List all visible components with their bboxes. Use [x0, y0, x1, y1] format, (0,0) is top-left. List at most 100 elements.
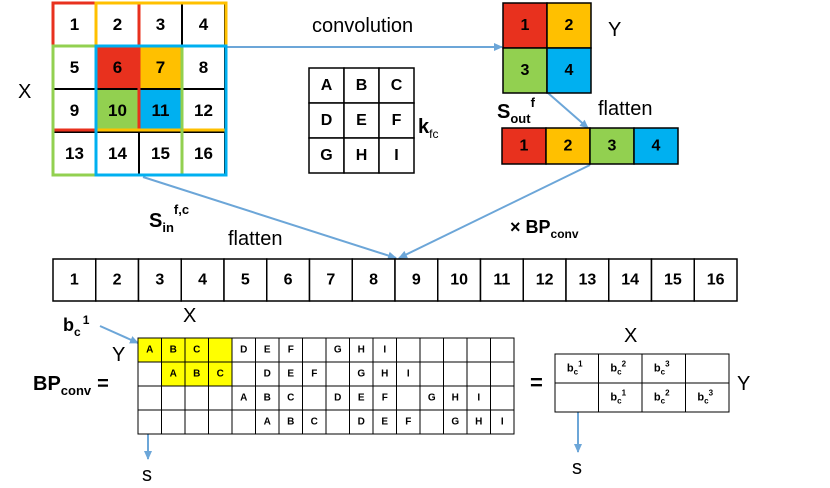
bp-cell-box [396, 337, 421, 363]
bp-cell-label: A [240, 393, 247, 404]
bias-cell-box [598, 382, 643, 413]
flat-in-cell-label: 6 [284, 272, 293, 289]
flat-out-cell-label: 3 [608, 138, 617, 155]
bp-cell-label: B [264, 393, 271, 404]
input-cell-box [181, 2, 226, 47]
bp-cell-box [208, 337, 233, 363]
bp-cell-label: F [405, 417, 411, 428]
input-cell-label: 8 [199, 58, 208, 77]
bp-cell-label: C [217, 369, 224, 380]
kernel-cell-box [378, 67, 415, 104]
bp-cell-box [184, 385, 209, 411]
bc-pointer-arrow [99, 325, 139, 344]
bp-cell-label: A [170, 369, 177, 380]
flat-in-cell-label: 11 [493, 272, 510, 289]
bias-cell-label: bc3 [654, 360, 670, 377]
bp-cell-label: H [452, 393, 459, 404]
kernel-cell-label: G [320, 147, 332, 164]
bp-cell-label: E [264, 345, 271, 356]
bp-cell-box [302, 337, 327, 363]
input-cell-label: 7 [156, 58, 165, 77]
bias-cell-box [685, 382, 730, 413]
x-matrix-label: X [18, 81, 31, 103]
bp-cell-box [231, 409, 256, 435]
bp-cell-box [419, 409, 444, 435]
bp-cell-box [490, 385, 515, 411]
input-cell-label: 5 [70, 58, 79, 77]
equals-sign: = [530, 370, 543, 395]
kernel-k-label: kfc [418, 116, 438, 141]
flat-in-cell-label: 12 [536, 272, 554, 289]
bp-cell-label: B [170, 345, 177, 356]
bp-cell-label: I [407, 369, 410, 380]
input-cell-label: 3 [156, 15, 165, 34]
bp-cell-label: I [501, 417, 504, 428]
input-cell-box [138, 131, 183, 176]
bp-cell-label: E [287, 369, 294, 380]
bias-cell-label: bc3 [697, 389, 713, 406]
bp-cell-label: E [381, 417, 388, 428]
bp-cell-box [443, 361, 468, 387]
s-in-label: Sinf,c [149, 202, 189, 235]
bp-cell-box [161, 385, 186, 411]
bp-cell-label: G [451, 417, 459, 428]
input-cell-label: 10 [108, 101, 127, 120]
flat-in-cell-box [479, 258, 524, 302]
flat-in-cell-box [394, 258, 439, 302]
bp-x-label: X [183, 305, 196, 327]
s-right-label: s [572, 457, 582, 479]
bp-cell-label: D [264, 369, 271, 380]
flat-out-cell-box [545, 127, 591, 165]
bp-cell-label: I [383, 345, 386, 356]
bias-cell-box [554, 382, 599, 413]
bp-cell-box [490, 337, 515, 363]
kernel-cell-box [343, 67, 380, 104]
bp-cell-box [490, 409, 515, 435]
flat-in-cell-label: 3 [155, 272, 164, 289]
bp-cell-label: H [381, 369, 388, 380]
bp-cell-label: G [357, 369, 365, 380]
flat-in-cell-label: 2 [113, 272, 122, 289]
flat-in-cell-box [180, 258, 225, 302]
bp-cell-label: F [288, 345, 294, 356]
bp-cell-box [137, 409, 162, 435]
bp-cell-box [137, 361, 162, 387]
kernel-cell-label: I [394, 147, 398, 164]
flat-in-cell-label: 14 [621, 272, 639, 289]
times-bp-label: × BPconv [510, 217, 579, 241]
input-cell-label: 13 [65, 144, 84, 163]
flat-in-cell-label: 8 [369, 272, 378, 289]
input-cell-label: 14 [108, 144, 127, 163]
bp-cell-label: F [382, 393, 388, 404]
bias-cell-box [685, 353, 730, 384]
bp-cell-box [419, 337, 444, 363]
bp-flat-arrow [398, 164, 591, 259]
input-cell-label: 2 [113, 15, 122, 34]
flat-in-cell-box [608, 258, 653, 302]
flat-in-cell-label: 7 [326, 272, 335, 289]
bp-cell-box [466, 361, 491, 387]
s-left-label: s [142, 464, 152, 486]
bp-cell-label: C [287, 393, 294, 404]
bp-cell-box [208, 409, 233, 435]
bp-cell-label: I [477, 393, 480, 404]
bp-cell-label: C [311, 417, 318, 428]
flat-in-cell-box [565, 258, 610, 302]
kernel-cell-label: C [391, 77, 403, 94]
bp-cell-box [325, 409, 350, 435]
bias-cell-box [598, 353, 643, 384]
bias-cell-label: bc2 [654, 389, 670, 406]
bp-cell-label: G [334, 345, 342, 356]
bp-cell-box [137, 385, 162, 411]
flat-in-cell-label: 10 [450, 272, 468, 289]
kernel-cell-label: B [356, 77, 368, 94]
flat-in-cell-label: 15 [664, 272, 682, 289]
flat-out-cell-label: 2 [564, 138, 573, 155]
flat-out-cell-label: 1 [520, 138, 529, 155]
bp-cell-label: B [287, 417, 294, 428]
kernel-cell-box [378, 102, 415, 139]
